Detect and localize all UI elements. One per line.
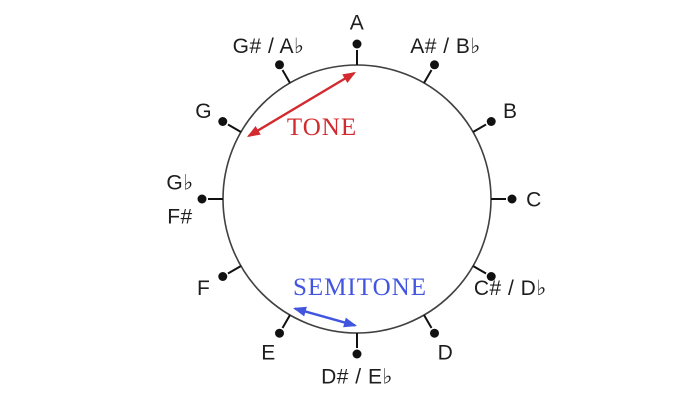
tick-line	[281, 314, 291, 329]
tick-line	[281, 69, 291, 84]
note-label: F#	[167, 205, 193, 228]
note-label: E	[261, 342, 276, 365]
tick-line	[423, 314, 433, 329]
note-label: C	[526, 188, 542, 211]
tone-label: TONE	[287, 114, 357, 141]
note-B: B	[472, 100, 518, 133]
tick-dot	[486, 117, 496, 126]
tick-dot	[486, 272, 496, 281]
note-F: F	[197, 265, 242, 300]
tone-annotation: TONE	[247, 71, 357, 141]
tick-dot	[275, 60, 284, 70]
tick-dot	[352, 349, 362, 359]
note-label: G	[195, 100, 212, 123]
note-label: F	[197, 277, 210, 300]
tick-dot	[197, 194, 207, 204]
tone-arrow-shaft	[248, 71, 355, 138]
semitone-annotation: SEMITONE	[293, 274, 427, 328]
tick-dot	[352, 39, 362, 49]
tick-dot	[430, 328, 439, 338]
tick-line	[472, 265, 487, 275]
tick-line	[227, 265, 242, 275]
note-label: D# / E♭	[321, 365, 393, 388]
note-C: C	[491, 188, 542, 211]
note-label: B	[503, 100, 518, 123]
note-D-sharp-E-flat: D# / E♭	[321, 333, 393, 388]
note-label: G# / A♭	[233, 35, 305, 58]
note-D: D	[423, 314, 454, 365]
note-G: G	[195, 100, 242, 133]
note-A-sharp-B-flat: A# / B♭	[410, 35, 481, 84]
tick-dot	[275, 328, 284, 338]
tone-arrowhead-end	[342, 72, 356, 83]
tick-dot	[218, 272, 228, 281]
note-C-sharp-D-flat: C# / D♭	[472, 265, 547, 300]
note-label: C# / D♭	[474, 277, 547, 300]
tick-line	[423, 69, 433, 84]
semitone-arrowhead-end	[343, 317, 357, 328]
semitone-label: SEMITONE	[293, 274, 427, 301]
note-label: A	[350, 11, 365, 34]
tick-dot	[218, 117, 228, 126]
note-label: G♭	[166, 171, 193, 194]
tick-dot	[430, 60, 439, 70]
semitone-arrowhead-start	[293, 306, 307, 317]
note-F-sharp-G-flat: G♭ F#	[166, 171, 223, 228]
tick-line	[472, 123, 487, 133]
note-G-sharp-A-flat: G# / A♭	[233, 35, 305, 84]
note-label: D	[438, 342, 454, 365]
tick-line	[227, 123, 242, 133]
note-A: A	[350, 11, 365, 65]
tick-dot	[507, 194, 517, 204]
note-label: A# / B♭	[410, 35, 481, 58]
tone-arrowhead-start	[247, 126, 261, 137]
note-E: E	[261, 314, 291, 365]
